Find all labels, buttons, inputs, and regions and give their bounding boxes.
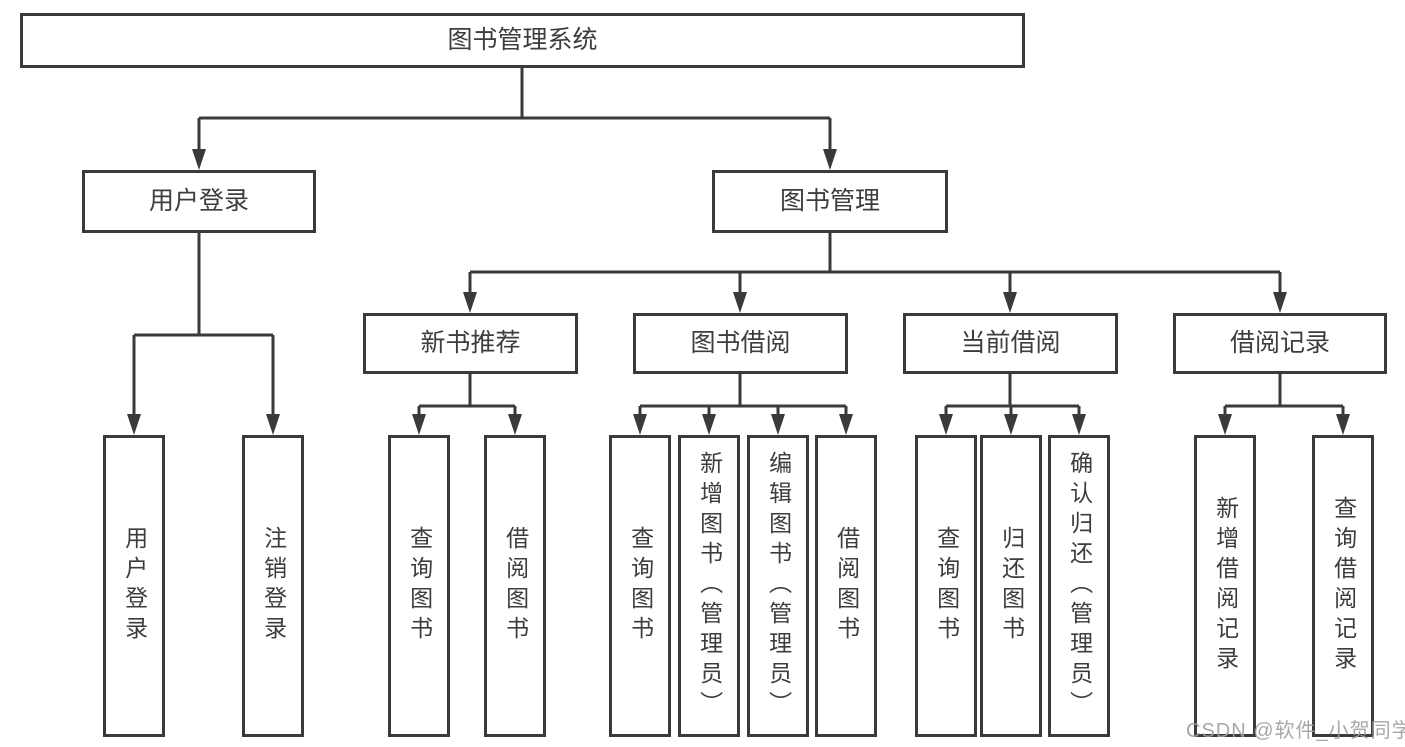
arrowhead <box>192 149 206 170</box>
node-book-borrowing: 图书借阅 <box>633 313 848 374</box>
arrowhead <box>1072 414 1086 435</box>
arrowhead <box>1273 292 1287 313</box>
arrowhead <box>702 414 716 435</box>
node-leaf-confirm-return-admin: 确认归还（管理员） <box>1048 435 1110 737</box>
arrowhead <box>127 414 141 435</box>
node-leaf-add-book-admin: 新增图书（管理员） <box>678 435 740 737</box>
arrowhead <box>823 149 837 170</box>
node-leaf-edit-book-admin: 编辑图书（管理员） <box>747 435 809 737</box>
node-leaf-logout: 注销登录 <box>242 435 304 737</box>
arrowhead <box>463 292 477 313</box>
connector-user-login-to-children <box>132 233 275 418</box>
node-library-management-system: 图书管理系统 <box>20 13 1025 68</box>
connector-book-mgmt-to-level3 <box>468 233 1282 296</box>
csdn-watermark: CSDN @软件_小贺同学 <box>1186 720 1405 742</box>
connector-borrow-records-to-children <box>1223 374 1345 418</box>
connector-current-borrow-to-children <box>944 374 1081 418</box>
arrowheads <box>127 149 1350 435</box>
arrowhead <box>1336 414 1350 435</box>
node-leaf-user-login: 用户登录 <box>103 435 165 737</box>
arrowhead <box>939 414 953 435</box>
connector-new-book-rec-to-children <box>417 374 517 418</box>
arrowhead <box>508 414 522 435</box>
arrowhead <box>771 414 785 435</box>
node-borrowing-records: 借阅记录 <box>1173 313 1387 374</box>
node-current-borrowing: 当前借阅 <box>903 313 1118 374</box>
node-leaf-add-borrow-record: 新增借阅记录 <box>1194 435 1256 737</box>
node-leaf-query-books-1: 查询图书 <box>388 435 450 737</box>
arrowhead <box>633 414 647 435</box>
arrowhead <box>412 414 426 435</box>
arrowhead <box>839 414 853 435</box>
node-leaf-borrow-books-1: 借阅图书 <box>484 435 546 737</box>
arrowhead <box>1218 414 1232 435</box>
node-leaf-query-books-2: 查询图书 <box>609 435 671 737</box>
connector-book-borrow-to-children <box>638 374 848 418</box>
node-leaf-return-book: 归还图书 <box>980 435 1042 737</box>
connector-root-to-level2 <box>197 68 832 152</box>
arrowhead <box>1003 292 1017 313</box>
node-leaf-query-borrow-record: 查询借阅记录 <box>1312 435 1374 737</box>
node-user-login: 用户登录 <box>82 170 316 233</box>
node-leaf-query-books-3: 查询图书 <box>915 435 977 737</box>
arrowhead <box>733 292 747 313</box>
node-leaf-borrow-books-2: 借阅图书 <box>815 435 877 737</box>
arrowhead <box>266 414 280 435</box>
node-book-management: 图书管理 <box>712 170 948 233</box>
arrowhead <box>1004 414 1018 435</box>
node-new-book-recommendation: 新书推荐 <box>363 313 578 374</box>
